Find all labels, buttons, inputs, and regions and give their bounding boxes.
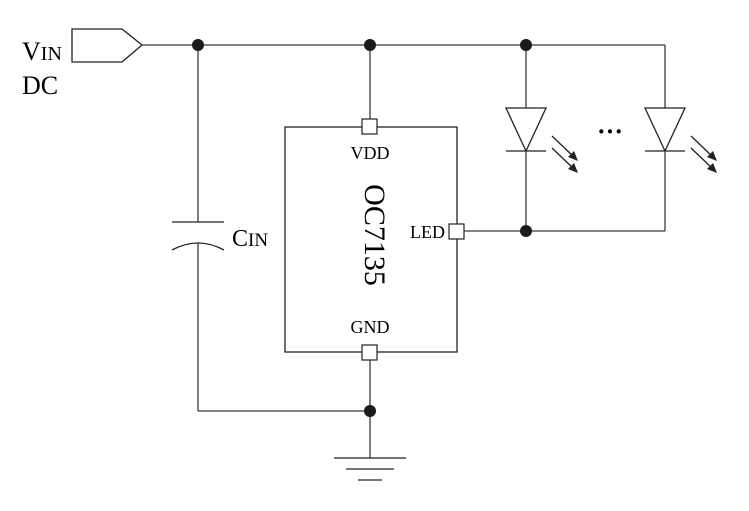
junction-ground xyxy=(364,405,376,417)
led2-light-arrows xyxy=(690,135,717,173)
junction-led-cathode xyxy=(520,225,532,237)
input-terminal xyxy=(71,28,144,63)
pin-gnd xyxy=(361,344,378,361)
led2-triangle xyxy=(643,107,687,153)
cin-label: CIN xyxy=(232,226,268,252)
vin-main: V xyxy=(22,37,41,66)
pin-vdd xyxy=(361,118,378,135)
junction-led-anode xyxy=(520,39,532,51)
led-ellipsis: ··· xyxy=(597,117,623,146)
cin-sub: IN xyxy=(248,230,268,251)
led1-triangle xyxy=(504,107,548,153)
led-label: LED xyxy=(410,222,445,242)
chip-name: OC7135 xyxy=(358,184,391,286)
led1-light-arrows xyxy=(551,135,578,173)
junction-vdd xyxy=(364,39,376,51)
vin-sub: IN xyxy=(41,43,62,65)
vdd-label: VDD xyxy=(351,143,390,163)
gnd-label: GND xyxy=(351,317,390,337)
cin-main: C xyxy=(232,226,248,252)
pin-led xyxy=(448,223,465,240)
vin-label: VIN xyxy=(22,37,62,66)
junction-cap-top xyxy=(192,39,204,51)
dc-label: DC xyxy=(22,71,58,100)
